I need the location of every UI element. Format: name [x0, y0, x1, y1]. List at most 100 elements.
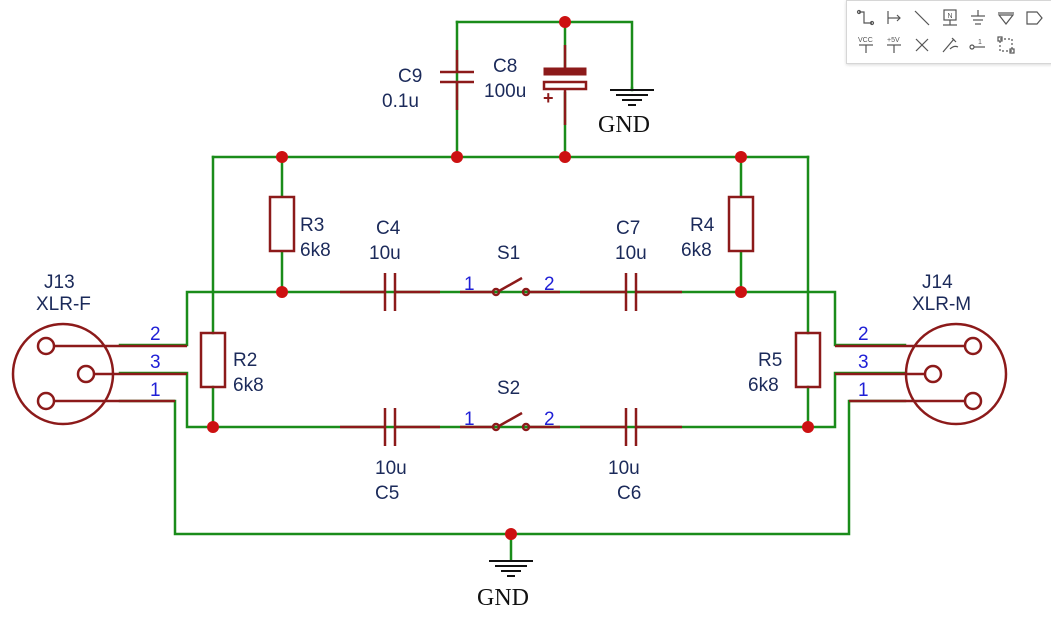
junction-dot — [276, 151, 288, 163]
svg-text:+5V: +5V — [887, 37, 900, 44]
resistor-r3[interactable]: R3 6k8 — [268, 195, 331, 261]
s1-ref: S1 — [497, 243, 520, 264]
c5-ref: C5 — [375, 483, 399, 504]
wire-ground-pin1[interactable] — [118, 399, 907, 536]
wire-signal-pin2[interactable] — [118, 290, 907, 347]
capacitor-c8[interactable]: C8 100u + — [484, 45, 588, 125]
junction-dot — [276, 286, 288, 298]
capacitor-c4[interactable]: C4 10u — [340, 218, 440, 311]
c8-ref: C8 — [493, 56, 517, 77]
j14-pin2-hole — [963, 336, 983, 356]
j13-pin-label: 3 — [150, 352, 161, 373]
junctions — [207, 16, 814, 540]
s2-lever — [498, 411, 523, 428]
s2-pin1-label: 1 — [464, 409, 475, 430]
ground-symbol-bottom[interactable]: GND — [477, 560, 533, 611]
c6-value: 10u — [608, 458, 640, 479]
c7-ref: C7 — [616, 218, 640, 239]
j14-pin-label: 2 — [858, 324, 869, 345]
r5-body — [794, 331, 822, 389]
net-label-icon[interactable]: N — [939, 7, 961, 29]
j13-pin3-hole — [76, 364, 96, 384]
capacitor-c5[interactable]: 10u C5 — [340, 408, 440, 504]
s1-contact-left — [491, 287, 501, 297]
s1-pin1-label: 1 — [464, 274, 475, 295]
wire-top[interactable] — [455, 20, 634, 90]
ground-triangle-icon[interactable] — [995, 7, 1017, 29]
no-connect-icon[interactable] — [911, 34, 933, 56]
c9-ref: C9 — [398, 66, 422, 87]
r4-ref: R4 — [690, 215, 715, 236]
j13-pin2-hole — [36, 336, 56, 356]
c7-value: 10u — [615, 243, 647, 264]
junction-dot — [451, 151, 463, 163]
j14-pin-label: 1 — [858, 380, 869, 401]
s2-pin2-label: 2 — [544, 409, 555, 430]
c8-plate-solid — [543, 67, 587, 76]
r4-value: 6k8 — [681, 240, 712, 261]
s2-contact-left — [491, 422, 501, 432]
j14-pin-label: 3 — [858, 352, 869, 373]
capacitor-c6[interactable]: 10u C6 — [580, 408, 682, 504]
junction-dot — [559, 16, 571, 28]
c6-ref: C6 — [617, 483, 641, 504]
ground-tool-icon[interactable] — [967, 7, 989, 29]
junction-dot — [802, 421, 814, 433]
pin-tool-icon[interactable]: 1 — [967, 34, 989, 56]
j13-pin1-hole — [36, 391, 56, 411]
gnd-bottom-label: GND — [477, 585, 529, 611]
resistor-r5[interactable]: R5 6k8 — [748, 331, 822, 396]
capacitor-c7[interactable]: C7 10u — [580, 218, 682, 311]
wires — [118, 20, 907, 562]
c4-value: 10u — [369, 243, 401, 264]
svg-text:1: 1 — [978, 39, 982, 46]
junction-dot — [735, 151, 747, 163]
plus5v-tool-icon[interactable]: +5V — [883, 34, 905, 56]
vcc-tool-icon[interactable]: VCC — [855, 34, 877, 56]
j14-ref: J14 — [922, 272, 953, 293]
j14-value: XLR-M — [912, 294, 971, 315]
switch-s1[interactable]: S1 1 2 — [460, 243, 560, 297]
svg-text:N: N — [948, 13, 953, 20]
s1-lever — [498, 276, 523, 293]
r5-value: 6k8 — [748, 375, 779, 396]
capacitor-c9[interactable]: C9 0.1u — [382, 50, 474, 112]
junction-dot — [207, 421, 219, 433]
r2-ref: R2 — [233, 350, 257, 371]
r3-body — [268, 195, 296, 253]
select-tool-icon[interactable] — [995, 34, 1017, 56]
r4-body — [727, 195, 755, 253]
j13-pin-label: 2 — [150, 324, 161, 345]
j14-pin3-hole — [923, 364, 943, 384]
ground-symbol-top[interactable]: GND — [598, 86, 654, 138]
s2-ref: S2 — [497, 378, 520, 399]
r5-ref: R5 — [758, 350, 782, 371]
switch-s2[interactable]: S2 1 2 — [460, 378, 560, 432]
gnd-top-label: GND — [598, 112, 650, 138]
j13-pin-label: 1 — [150, 380, 161, 401]
c8-polarity-mark: + — [543, 88, 554, 108]
r2-value: 6k8 — [233, 375, 264, 396]
j13-value: XLR-F — [36, 294, 91, 315]
c4-ref: C4 — [376, 218, 401, 239]
schematic-toolbar: N VCC +5V 1 — [846, 0, 1051, 64]
s1-pin2-label: 2 — [544, 274, 555, 295]
line-tool-icon[interactable] — [911, 7, 933, 29]
pen-tool-icon[interactable] — [939, 34, 961, 56]
bus-tool-icon[interactable] — [883, 7, 905, 29]
wire-tool-icon[interactable] — [855, 7, 877, 29]
port-tool-icon[interactable] — [1023, 7, 1045, 29]
c9-value: 0.1u — [382, 91, 419, 112]
resistor-r2[interactable]: R2 6k8 — [199, 331, 264, 396]
junction-dot — [505, 528, 517, 540]
connector-j14[interactable]: J14 XLR-M 2 3 1 — [835, 272, 1008, 426]
r3-value: 6k8 — [300, 240, 331, 261]
svg-text:VCC: VCC — [858, 37, 873, 44]
c8-value: 100u — [484, 81, 526, 102]
j13-ref: J13 — [44, 272, 75, 293]
j14-pin1-hole — [963, 391, 983, 411]
connector-j13[interactable]: J13 XLR-F 2 3 1 — [11, 272, 187, 426]
junction-dot — [735, 286, 747, 298]
resistor-r4[interactable]: R4 6k8 — [681, 195, 755, 261]
